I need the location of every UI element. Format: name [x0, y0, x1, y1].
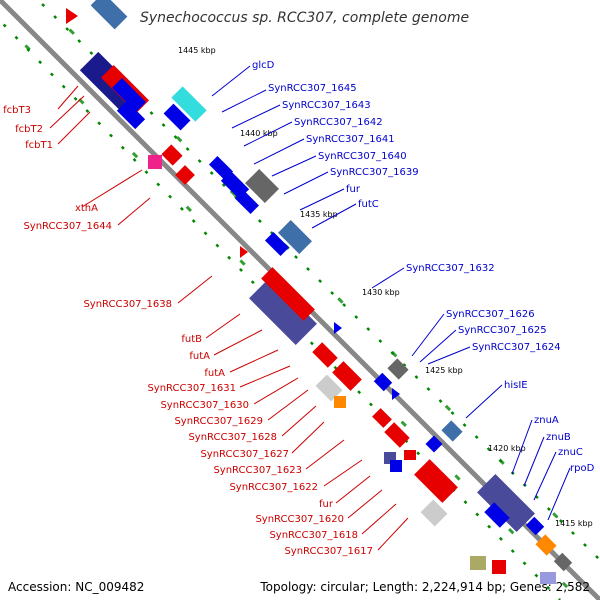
gene-label[interactable]: SynRCC307_1638 — [83, 299, 172, 310]
gene-feature — [148, 155, 162, 169]
gene-label[interactable]: rpoD — [570, 463, 595, 474]
gene-feature — [112, 78, 146, 112]
gene-label[interactable]: znuC — [558, 447, 583, 458]
gene-feature — [175, 165, 195, 185]
gene-label[interactable]: SynRCC307_1623 — [213, 465, 302, 476]
gene-feature — [171, 86, 207, 122]
gene-feature — [553, 552, 573, 572]
kbp-label: 1420 kbp — [488, 444, 526, 453]
gene-label[interactable]: SynRCC307_1626 — [446, 309, 535, 320]
gene-feature — [387, 358, 409, 380]
gene-feature — [116, 100, 146, 130]
gene-label[interactable]: xthA — [75, 203, 98, 214]
gene-label[interactable]: fur — [319, 499, 334, 510]
gene-feature — [404, 450, 416, 460]
leader-lines-right — [211, 65, 571, 521]
kbp-label: 1445 kbp — [178, 46, 216, 55]
kbp-label: 1435 kbp — [300, 210, 338, 219]
gene-feature — [208, 155, 234, 181]
gene-feature — [315, 374, 343, 402]
map-title: Synechococcus sp. RCC307, complete genom… — [140, 10, 469, 26]
gene-label[interactable]: fcbT3 — [3, 105, 31, 116]
gene-feature — [477, 474, 535, 532]
gene-label[interactable]: znuB — [546, 432, 571, 443]
gene-label[interactable]: SynRCC307_1617 — [284, 546, 373, 557]
gene-label[interactable]: hisIE — [504, 380, 528, 391]
gene-label[interactable]: znuA — [534, 415, 559, 426]
kbp-label: 1430 kbp — [362, 288, 400, 297]
gene-label[interactable]: SynRCC307_1639 — [330, 167, 419, 178]
gene-label[interactable]: fcbT2 — [15, 124, 43, 135]
gene-feature — [470, 556, 486, 570]
gene-label[interactable]: SynRCC307_1645 — [268, 83, 357, 94]
gene-arrow — [240, 246, 248, 258]
kbp-label: 1440 kbp — [240, 129, 278, 138]
gene-feature — [372, 408, 392, 428]
gene-feature — [390, 460, 402, 472]
gene-label[interactable]: SynRCC307_1643 — [282, 100, 371, 111]
accession-text: Accession: NC_009482 — [8, 580, 145, 594]
kbp-labels: 1445 kbp 1440 kbp 1435 kbp 1430 kbp 1425… — [178, 46, 593, 528]
gene-feature — [540, 572, 556, 584]
gene-label[interactable]: SynRCC307_1640 — [318, 151, 407, 162]
labels-left: fcbT3 fcbT2 fcbT1 xthA SynRCC307_1644 Sy… — [3, 105, 373, 557]
gene-feature — [234, 189, 260, 215]
gene-label[interactable]: SynRCC307_1625 — [458, 325, 547, 336]
gene-label[interactable]: fcbT1 — [25, 140, 53, 151]
gene-label[interactable]: SynRCC307_1627 — [200, 449, 289, 460]
gene-feature — [484, 502, 510, 528]
gene-label[interactable]: SynRCC307_1631 — [147, 383, 236, 394]
gene-label[interactable]: SynRCC307_1644 — [23, 221, 112, 232]
gene-feature — [414, 459, 458, 503]
gene-feature — [441, 420, 463, 442]
gene-feature — [261, 267, 315, 321]
kbp-label: 1415 kbp — [555, 519, 593, 528]
gene-feature — [525, 516, 545, 536]
gene-feature — [278, 220, 312, 254]
gene-feature — [90, 0, 128, 30]
gene-label[interactable]: futC — [358, 199, 379, 210]
gene-feature — [312, 342, 338, 368]
gene-label[interactable]: SynRCC307_1628 — [188, 432, 277, 443]
gene-feature — [420, 499, 448, 527]
labels-right: glcD SynRCC307_1645 SynRCC307_1643 SynRC… — [252, 60, 595, 474]
gene-label[interactable]: SynRCC307_1630 — [160, 400, 249, 411]
gene-feature — [334, 396, 346, 408]
gene-label[interactable]: SynRCC307_1642 — [294, 117, 383, 128]
gene-label[interactable]: SynRCC307_1624 — [472, 342, 561, 353]
gene-label[interactable]: SynRCC307_1622 — [229, 482, 318, 493]
kbp-label: 1425 kbp — [425, 366, 463, 375]
gene-label[interactable]: futB — [181, 334, 202, 345]
gene-label[interactable]: SynRCC307_1620 — [255, 514, 344, 525]
gene-label[interactable]: futA — [204, 368, 225, 379]
topology-text: Topology: circular; Length: 2,224,914 bp… — [260, 580, 590, 594]
gene-feature — [245, 169, 279, 203]
gene-feature — [425, 435, 443, 453]
gene-arrow — [334, 322, 342, 334]
gene-label[interactable]: fur — [346, 184, 361, 195]
gene-label[interactable]: SynRCC307_1632 — [406, 263, 495, 274]
leader-lines-left — [49, 85, 409, 551]
gene-feature — [373, 372, 393, 392]
gene-feature — [161, 144, 183, 166]
gene-features — [66, 0, 573, 584]
gene-arrow — [66, 8, 78, 24]
gene-feature — [163, 103, 191, 131]
gene-feature — [384, 422, 410, 448]
gene-label[interactable]: SynRCC307_1629 — [174, 416, 263, 427]
gene-arrow — [392, 388, 400, 400]
gene-feature — [535, 534, 557, 556]
gene-feature — [492, 560, 506, 574]
gene-label[interactable]: futA — [189, 351, 210, 362]
gene-label[interactable]: glcD — [252, 60, 275, 71]
gene-feature — [264, 231, 290, 257]
gene-feature — [332, 361, 362, 391]
gene-label[interactable]: SynRCC307_1641 — [306, 134, 395, 145]
gene-label[interactable]: SynRCC307_1618 — [269, 530, 358, 541]
gene-feature — [249, 277, 317, 345]
